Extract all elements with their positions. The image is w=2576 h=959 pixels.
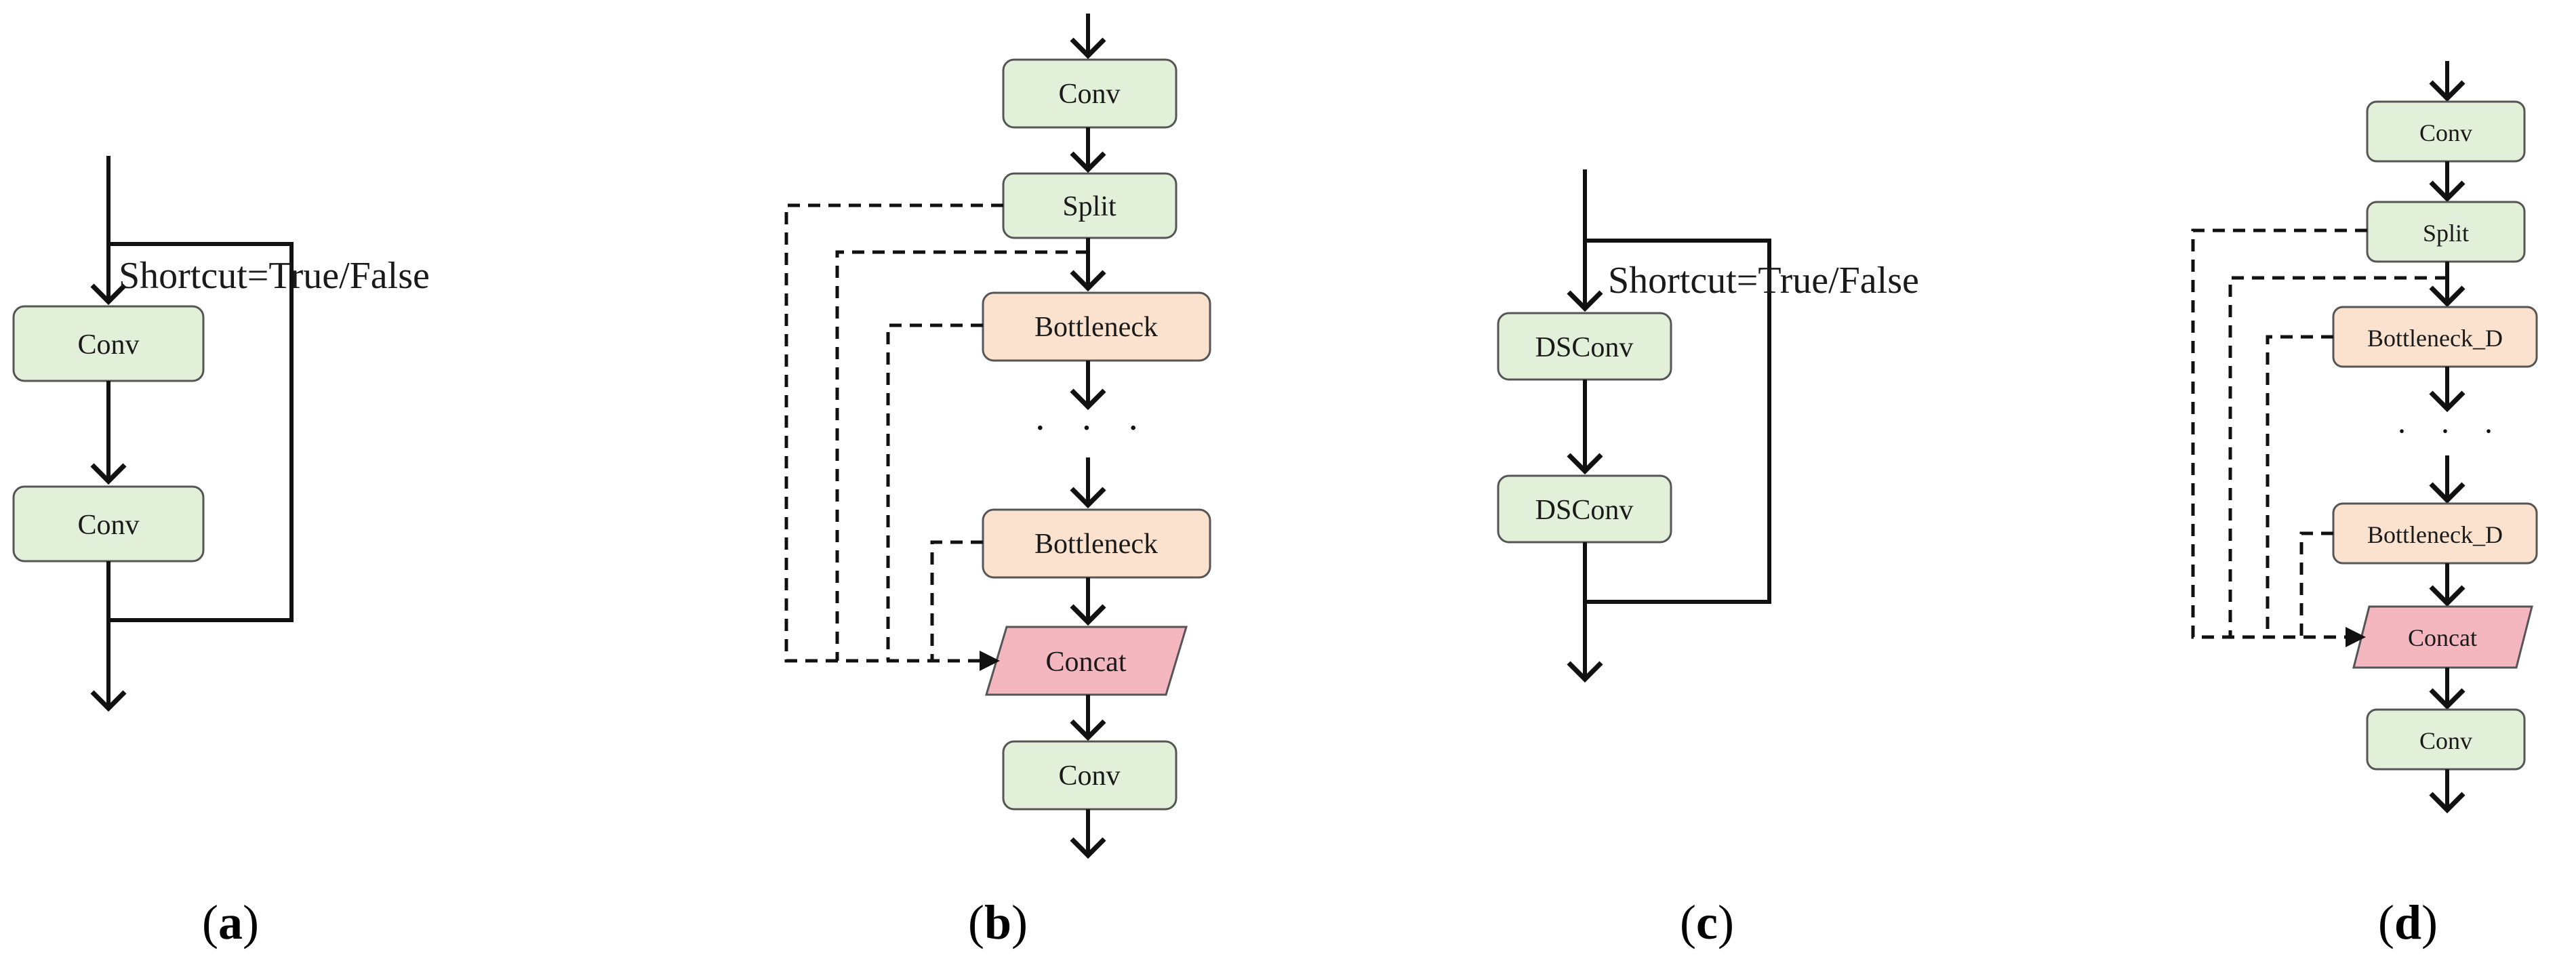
- shortcut-a-line: [108, 242, 294, 622]
- caption-d: (d): [2378, 895, 2438, 950]
- caption-b: (b): [968, 895, 1028, 950]
- bottleneck-d-2-label: Bottleneck_D: [2367, 521, 2503, 548]
- dashed-d-bottleneck2-concat: [2299, 531, 2333, 637]
- split-d-label: Split: [2423, 220, 2469, 247]
- dashed-d-split-concat: [2191, 228, 2367, 647]
- bottleneck-b-1-label: Bottleneck: [1034, 312, 1158, 343]
- conv-b-top-label: Conv: [1058, 79, 1120, 110]
- concat-d: [2352, 605, 2533, 669]
- concat-b: [984, 626, 1188, 696]
- shortcut-c-label: Shortcut=True/False: [1608, 260, 1919, 302]
- dashed-b-split-bottleneck: [835, 250, 1088, 661]
- panel-d: Conv Split Bottleneck_D · · · Bottleneck…: [2191, 61, 2538, 950]
- split-b-label: Split: [1062, 191, 1116, 222]
- bottleneck-d-1-label: Bottleneck_D: [2367, 325, 2503, 352]
- ellipsis-b: · · ·: [1034, 407, 1152, 449]
- panel-b: Conv Split Bottleneck · · · Bottleneck C…: [784, 14, 1211, 950]
- conv-d-top-label: Conv: [2419, 119, 2472, 146]
- dashed-b-bottleneck2-concat: [930, 540, 983, 661]
- panel-c: Shortcut=True/False DSConv DSConv (c): [1497, 169, 1919, 950]
- dashed-d-split-bottleneck: [2228, 276, 2447, 637]
- dsconv-c-1-label: DSConv: [1535, 332, 1634, 363]
- caption-c: (c): [1680, 895, 1734, 950]
- dashed-d-bottleneck1-concat: [2266, 335, 2333, 637]
- caption-a: (a): [202, 895, 259, 950]
- shortcut-a-label: Shortcut=True/False: [119, 255, 430, 297]
- bottleneck-b-2-label: Bottleneck: [1034, 529, 1158, 560]
- panel-a: Shortcut=True/False Conv Conv (a): [12, 156, 430, 950]
- ellipsis-d: · · ·: [2396, 413, 2506, 449]
- dashed-b-bottleneck1-concat: [886, 323, 983, 661]
- conv-a-1-label: Conv: [77, 329, 139, 361]
- conv-d-bottom-label: Conv: [2419, 727, 2472, 754]
- concat-b-label: Concat: [1046, 647, 1127, 678]
- dashed-b-split-concat: [784, 203, 1003, 671]
- concat-d-label: Concat: [2408, 624, 2477, 651]
- shortcut-c-line: [1585, 239, 1771, 604]
- dsconv-c-2-label: DSConv: [1535, 495, 1634, 526]
- conv-a-2-label: Conv: [77, 510, 139, 541]
- conv-b-bottom-label: Conv: [1058, 760, 1120, 792]
